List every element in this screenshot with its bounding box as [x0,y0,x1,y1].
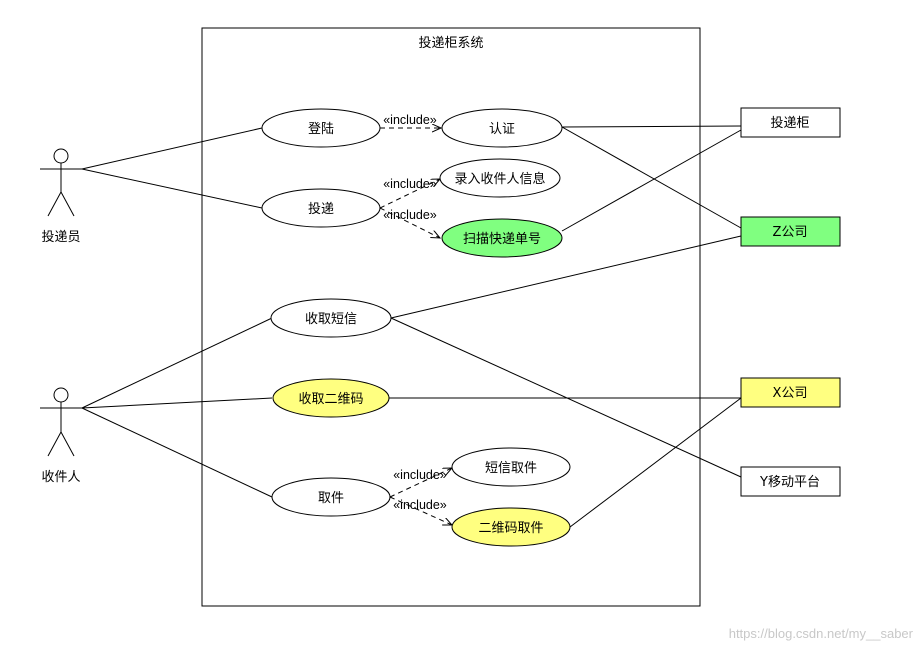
use-case-scan[interactable]: 扫描快递单号 [441,218,563,258]
include-label-sms-pickup: «include» [393,468,447,482]
use-case-auth[interactable]: 认证 [441,108,563,148]
use-case-qr-pickup[interactable]: 二维码取件 [451,507,571,547]
use-case-receive-qr-label: 收取二维码 [298,392,363,407]
actor-recipient-label: 收件人 [41,470,80,485]
use-case-qr-pickup-label: 二维码取件 [478,521,543,536]
external-x-company-label: X公司 [773,386,808,401]
watermark: https://blog.csdn.net/my__saber [729,626,914,641]
use-case-pickup-label: 取件 [318,491,344,506]
use-case-login[interactable]: 登陆 [261,108,381,148]
include-label-qr-pickup: «include» [393,498,447,512]
use-case-deliver-label: 投递 [308,201,334,217]
actor-courier-label: 投递员 [41,229,80,245]
actor-courier[interactable] [40,148,82,217]
use-case-pickup[interactable]: 取件 [271,477,391,517]
use-case-auth-label: 认证 [489,122,515,137]
use-case-enter-info[interactable]: 录入收件人信息 [439,158,561,198]
use-case-receive-qr[interactable]: 收取二维码 [272,378,390,418]
use-case-login-label: 登陆 [308,121,334,137]
include-label-scan: «include» [383,208,437,222]
include-label-enter-info: «include» [383,177,437,191]
use-case-receive-sms[interactable]: 收取短信 [270,298,392,338]
external-y-platform-label: Y移动平台 [759,475,820,490]
use-case-sms-pickup-label: 短信取件 [485,461,537,476]
use-case-scan-label: 扫描快递单号 [463,232,541,247]
associations [81,125,742,528]
external-x-company[interactable]: X公司 [740,377,841,408]
system-title: 投递柜系统 [418,35,483,51]
use-case-deliver[interactable]: 投递 [261,188,381,228]
use-case-receive-sms-label: 收取短信 [305,312,357,327]
external-y-platform[interactable]: Y移动平台 [740,466,841,497]
external-locker[interactable]: 投递柜 [740,107,841,138]
use-case-enter-info-label: 录入收件人信息 [454,171,545,187]
actor-recipient[interactable] [40,387,82,457]
include-label-login: «include» [383,113,437,127]
include-relations [379,128,452,525]
external-z-company-label: Z公司 [773,225,808,240]
external-z-company[interactable]: Z公司 [740,216,841,247]
system-boundary [201,27,701,607]
use-case-sms-pickup[interactable]: 短信取件 [451,447,571,487]
external-locker-label: 投递柜 [770,115,809,131]
